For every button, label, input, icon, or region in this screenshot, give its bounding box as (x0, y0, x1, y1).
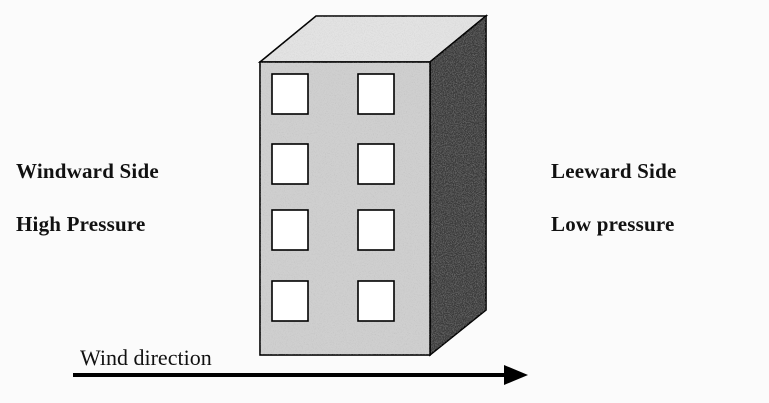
window (271, 209, 309, 251)
window-grid (271, 73, 395, 322)
window (357, 143, 395, 185)
window (271, 280, 309, 322)
arrowhead-icon (504, 365, 528, 385)
window (271, 73, 309, 115)
wind-arrow (73, 365, 528, 385)
window (357, 209, 395, 251)
leeward-pressure-label: Low pressure (551, 212, 675, 236)
leeward-side-label: Leeward Side (551, 159, 677, 183)
windward-side-label: Windward Side (16, 159, 159, 183)
window (357, 73, 395, 115)
windward-pressure-label: High Pressure (16, 212, 146, 236)
wind-direction-label: Wind direction (80, 345, 212, 370)
window (357, 280, 395, 322)
window (271, 143, 309, 185)
